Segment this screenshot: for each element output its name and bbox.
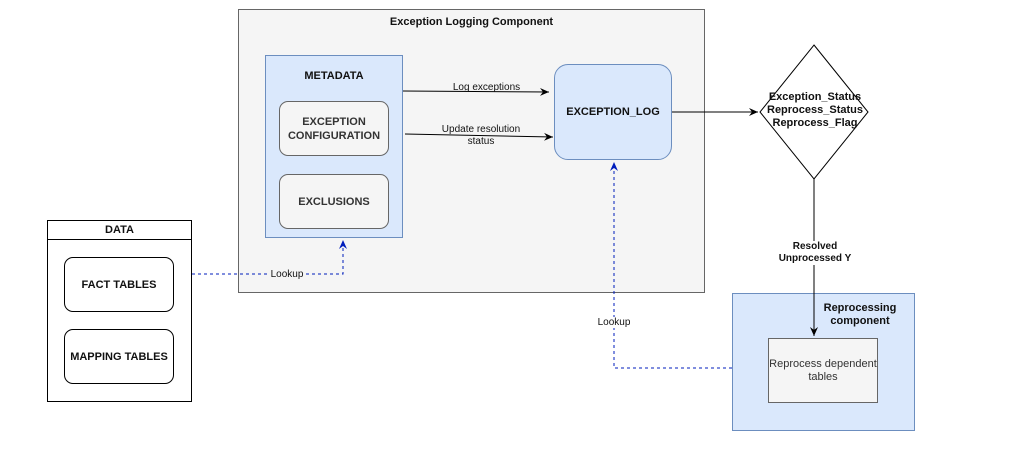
reprocessing-title: Reprocessing component xyxy=(823,302,897,327)
data-title: DATA xyxy=(47,220,192,240)
decision-line-reprocess-status: Reprocess_Status xyxy=(767,104,863,116)
exception-log-node[interactable]: EXCEPTION_LOG xyxy=(554,64,672,160)
lookup-log-label: Lookup xyxy=(594,317,634,328)
exception-configuration-node[interactable]: EXCEPTION CONFIGURATION xyxy=(279,101,389,156)
update-resolution-label: Update resolution status xyxy=(441,124,521,147)
fact-tables-node[interactable]: FACT TABLES xyxy=(64,257,174,312)
exclusions-node[interactable]: EXCLUSIONS xyxy=(279,174,389,229)
metadata-title: METADATA xyxy=(304,70,364,82)
decision-line-exception-status: Exception_Status xyxy=(768,91,862,103)
reprocess-dependent-tables-node[interactable]: Reprocess dependent tables xyxy=(768,338,878,403)
decision-label: Exception_Status Reprocess_Status Reproc… xyxy=(760,91,870,130)
lookup-metadata-label: Lookup xyxy=(268,269,306,280)
decision-line-reprocess-flag: Reprocess_Flag xyxy=(772,117,858,129)
exception-component-title: Exception Logging Component xyxy=(389,16,554,28)
resolved-condition-label: Resolved Unprocessed Y xyxy=(765,241,865,265)
mapping-tables-node[interactable]: MAPPING TABLES xyxy=(64,329,174,384)
log-exceptions-label: Log exceptions xyxy=(452,82,521,93)
